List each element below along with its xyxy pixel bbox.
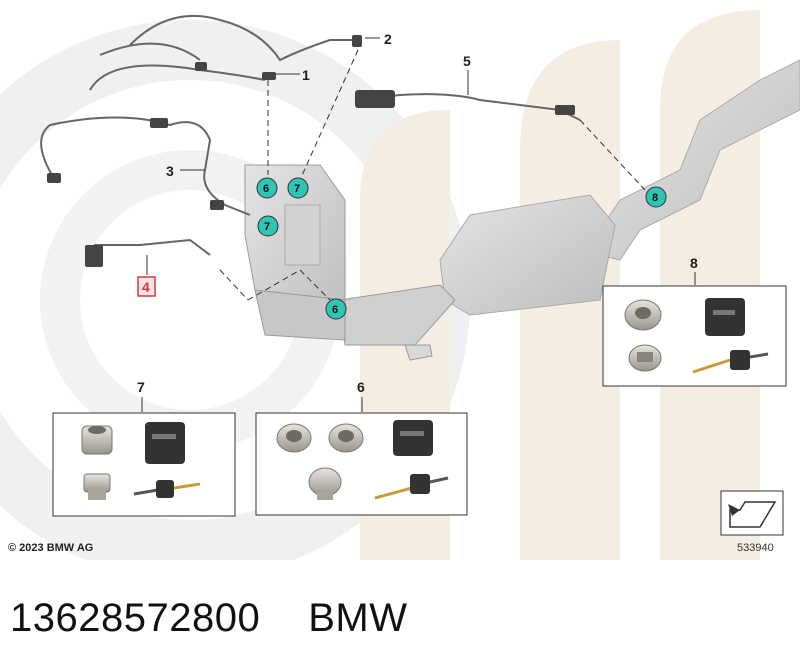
box-7-drill-icon bbox=[133, 480, 201, 498]
highlighted-callout-box bbox=[137, 276, 156, 297]
particulate-filter bbox=[244, 164, 346, 341]
badge-8[interactable]: 8 bbox=[645, 186, 667, 208]
callout-4[interactable]: 4 bbox=[142, 279, 150, 295]
badge-6-upper[interactable]: 6 bbox=[256, 177, 278, 199]
diagram-number: 533940 bbox=[737, 542, 774, 554]
badge-6-upper-label: 6 bbox=[263, 183, 269, 195]
box-8-drill-icon bbox=[692, 350, 769, 374]
leader-lines bbox=[141, 37, 696, 412]
badge-7-upper[interactable]: 7 bbox=[287, 177, 309, 199]
badge-8-label: 8 bbox=[652, 192, 658, 204]
navigate-arrow-icon[interactable] bbox=[720, 490, 784, 536]
box-6-cutter-icon bbox=[393, 420, 433, 456]
detail-box-6[interactable] bbox=[255, 412, 468, 516]
footer: 13628572800 BMW bbox=[10, 588, 407, 648]
box-7-weld-nut-icon bbox=[81, 425, 113, 455]
callout-2: 2 bbox=[384, 31, 392, 47]
box-8-nut-icon bbox=[624, 299, 662, 331]
callout-3: 3 bbox=[166, 163, 174, 179]
sensor-connectors bbox=[47, 35, 575, 267]
box-6-nut-2-icon bbox=[328, 423, 364, 453]
brand-name: BMW bbox=[308, 595, 408, 640]
callout-1: 1 bbox=[302, 67, 310, 83]
box-6-drill-icon bbox=[374, 474, 449, 500]
callout-5: 5 bbox=[463, 53, 471, 69]
exhaust-pipe bbox=[339, 59, 800, 361]
box-7-plug-icon bbox=[83, 473, 111, 500]
box-7-title: 7 bbox=[137, 379, 145, 395]
badge-7-upper-label: 7 bbox=[294, 183, 300, 195]
box-8-title: 8 bbox=[690, 255, 698, 271]
badge-7-lower-label: 7 bbox=[264, 221, 270, 233]
copyright-text: © 2023 BMW AG bbox=[8, 542, 94, 554]
badge-6-lower[interactable]: 6 bbox=[325, 298, 347, 320]
badge-6-lower-label: 6 bbox=[332, 304, 338, 316]
detail-box-7[interactable] bbox=[52, 412, 236, 517]
part-number: 13628572800 bbox=[10, 595, 261, 640]
box-6-title: 6 bbox=[357, 379, 365, 395]
box-7-cutter-icon bbox=[145, 422, 185, 464]
detail-box-8[interactable] bbox=[602, 285, 787, 387]
box-8-plug-icon bbox=[628, 344, 662, 372]
parts-diagram: 1 2 3 4 5 6 7 7 6 8 8 bbox=[0, 10, 800, 560]
box-8-cutter-icon bbox=[705, 298, 745, 336]
box-6-plug-icon bbox=[308, 467, 342, 500]
badge-7-lower[interactable]: 7 bbox=[257, 215, 279, 237]
box-6-nut-1-icon bbox=[276, 423, 312, 453]
